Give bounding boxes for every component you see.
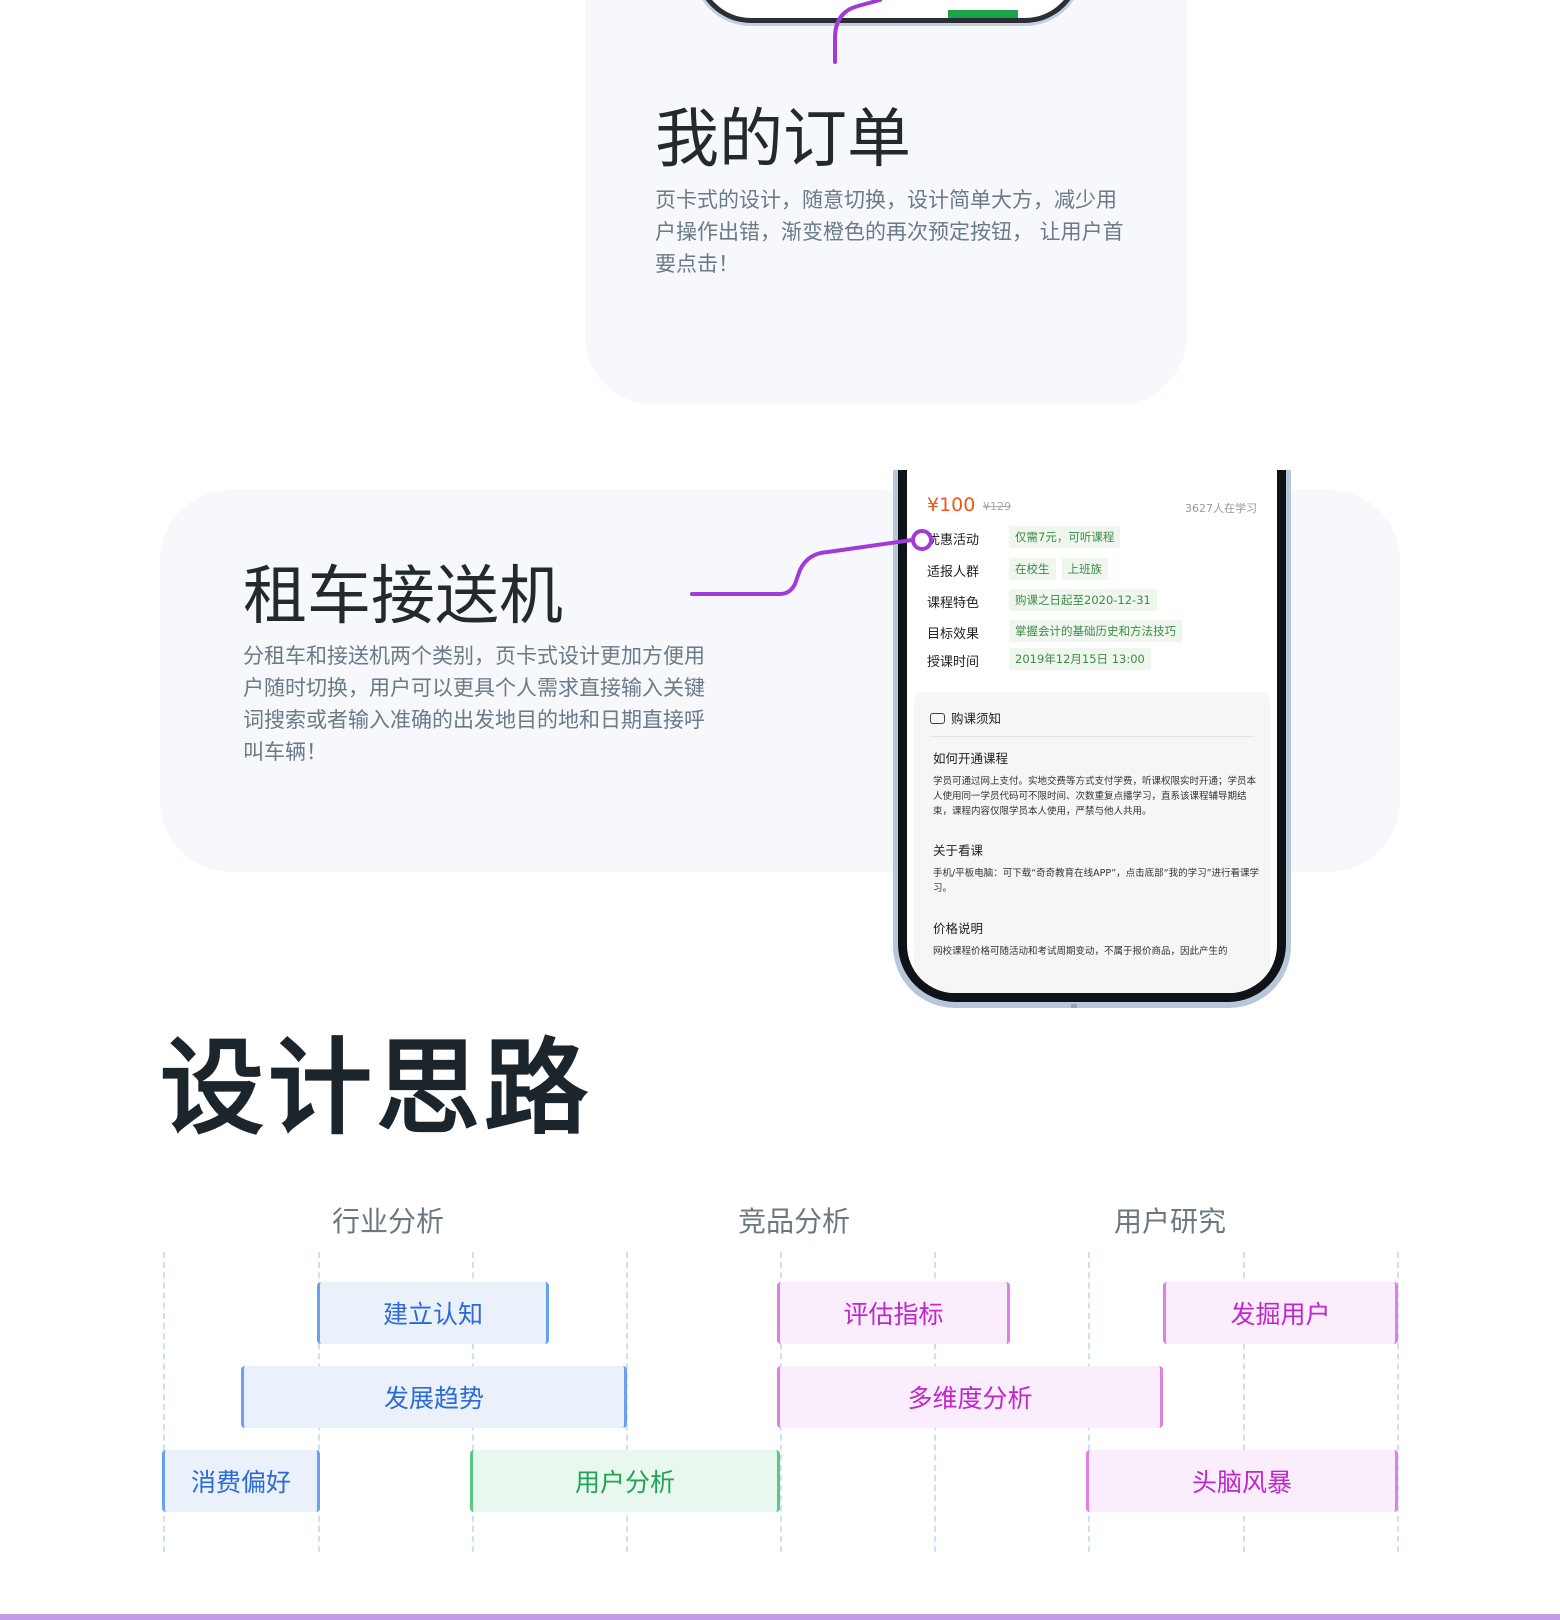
rental-title: 租车接送机: [243, 560, 563, 634]
chip-build-awareness: 建立认知: [317, 1282, 549, 1344]
learners-count: 3627人在学习: [1185, 502, 1257, 515]
notice-header: 购课须知: [930, 708, 1001, 727]
section-body: 学员可通过网上支付。实地交费等方式支付学费，听课权限实时开通；学员本人使用同一学…: [933, 776, 1257, 817]
bottom-accent-bar: [0, 1614, 1560, 1620]
purchase-notice-panel: 购课须知 如何开通课程 学员可通过网上支付。实地交费等方式支付学费，听课权限实时…: [914, 692, 1270, 993]
category-industry: 行业分析: [332, 1205, 445, 1238]
info-label: 课程特色: [927, 596, 980, 611]
phone-mockup: ¥100 ¥129 3627人在学习 优惠活动 仅需7元，可听课程 适报人群 在…: [893, 470, 1291, 1008]
orders-feature-card: [585, 0, 1187, 405]
info-label: 授课时间: [927, 655, 980, 670]
price-row: ¥100 ¥129 3627人在学习: [927, 494, 1257, 518]
rental-description: 分租车和接送机两个类别，页卡式设计更加方便用户随时切换，用户可以更具个人需求直接…: [243, 644, 705, 764]
category-competitors: 竞品分析: [738, 1205, 851, 1238]
grid-line: [163, 1252, 165, 1552]
phone-bottom-marker: [1071, 1004, 1077, 1008]
chip-multidimensional-analysis: 多维度分析: [777, 1366, 1163, 1428]
chip-brainstorm: 头脑风暴: [1086, 1450, 1398, 1512]
price-current: ¥100: [927, 494, 976, 516]
grid-line: [1243, 1252, 1245, 1552]
category-user-research: 用户研究: [1114, 1205, 1227, 1238]
orders-description: 页卡式的设计，随意切换，设计简单大方，减少用户操作出错，渐变橙色的再次预定按钮，…: [655, 188, 1124, 276]
info-tag: 上班族: [1061, 558, 1108, 580]
info-tag: 2019年12月15日 13:00: [1009, 648, 1151, 670]
phone-green-bar: [948, 10, 1018, 18]
chip-evaluation-metrics: 评估指标: [777, 1282, 1010, 1344]
phone-screen: ¥100 ¥129 3627人在学习 优惠活动 仅需7元，可听课程 适报人群 在…: [907, 470, 1277, 993]
section-title: 如何开通课程: [933, 751, 1009, 766]
info-label: 优惠活动: [927, 533, 980, 548]
info-row-audience: 适报人群 在校生 上班族: [927, 558, 1265, 582]
grid-line: [1397, 1252, 1399, 1552]
section-body: 网校课程价格可随活动和考试周期变动，不属于报价商品，因此产生的: [933, 946, 1228, 957]
info-label: 目标效果: [927, 627, 980, 642]
store-icon: [930, 713, 945, 724]
orders-title: 我的订单: [655, 103, 911, 177]
info-tag: 购课之日起至2020-12-31: [1009, 589, 1157, 611]
chip-user-analysis: 用户分析: [470, 1450, 780, 1512]
price-original: ¥129: [983, 500, 1011, 513]
connector-dot: [911, 529, 933, 551]
chip-development-trend: 发展趋势: [241, 1366, 627, 1428]
section-body: 手机/平板电脑：可下载“奇奇教育在线APP”，点击底部“我的学习”进行看课学习。: [933, 868, 1260, 894]
grid-line: [626, 1252, 628, 1552]
info-row-goal: 目标效果 掌握会计的基础历史和方法技巧: [927, 620, 1265, 644]
design-thinking-title: 设计思路: [160, 1027, 593, 1149]
chip-consumer-preference: 消费偏好: [162, 1450, 320, 1512]
notice-title: 购课须知: [951, 711, 1002, 726]
phone-bezel: ¥100 ¥129 3627人在学习 优惠活动 仅需7元，可听课程 适报人群 在…: [898, 470, 1286, 1002]
divider: [930, 736, 1254, 737]
info-label: 适报人群: [927, 565, 980, 580]
section-title: 价格说明: [933, 921, 984, 936]
info-row-time: 授课时间 2019年12月15日 13:00: [927, 648, 1265, 672]
info-row-feature: 课程特色 购课之日起至2020-12-31: [927, 589, 1265, 613]
info-tag: 仅需7元，可听课程: [1009, 526, 1121, 548]
info-tag: 掌握会计的基础历史和方法技巧: [1009, 620, 1182, 642]
info-row-promotion: 优惠活动 仅需7元，可听课程: [927, 526, 1265, 550]
info-tag: 在校生: [1009, 558, 1056, 580]
section-title: 关于看课: [933, 843, 984, 858]
chip-discover-users: 发掘用户: [1163, 1282, 1398, 1344]
